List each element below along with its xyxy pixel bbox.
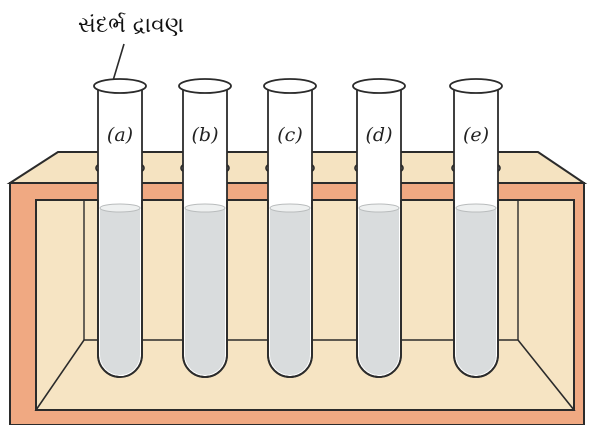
tube-d-label: (d) [366, 124, 393, 146]
tube-c-rim [263, 78, 317, 94]
tube-b-meniscus [184, 203, 226, 213]
tube-b-label: (b) [192, 124, 219, 146]
tube-c-meniscus [269, 203, 311, 213]
tube-a-meniscus [99, 203, 141, 213]
tube-d-meniscus [358, 203, 400, 213]
tube-e-liquid [456, 208, 496, 375]
tube-c-label: (c) [277, 124, 302, 146]
tube-a-label: (a) [107, 124, 133, 146]
tube-e-rim [449, 78, 503, 94]
caption-pointer-line [111, 43, 125, 85]
test-tubes: (a) (b) (c) (d) [93, 78, 503, 378]
tube-b-liquid [185, 208, 225, 375]
reference-solution-label: સંદર્ભ દ્રાવણ [78, 13, 184, 38]
tube-d-liquid [359, 208, 399, 375]
test-tube-b: (b) [178, 78, 232, 378]
tube-d-rim [352, 78, 406, 94]
tube-b-rim [178, 78, 232, 94]
tube-e-label: (e) [463, 124, 489, 146]
test-tube-c: (c) [263, 78, 317, 378]
test-tube-a: (a) [93, 78, 147, 378]
tube-a-rim [93, 78, 147, 94]
tube-c-liquid [270, 208, 310, 375]
test-tube-e: (e) [449, 78, 503, 378]
tube-e-meniscus [455, 203, 497, 213]
tube-a-liquid [100, 208, 140, 375]
test-tube-d: (d) [352, 78, 406, 378]
